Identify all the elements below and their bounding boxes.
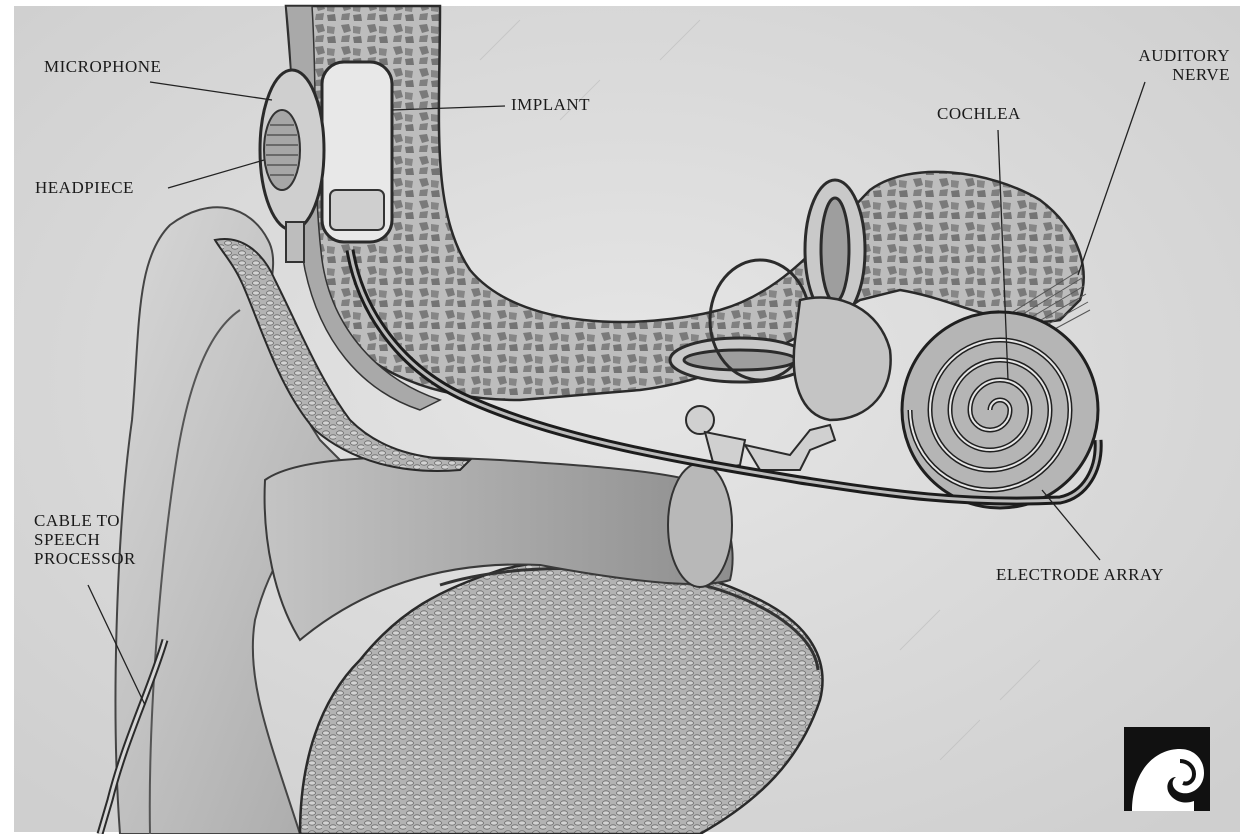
label-cochlea: COCHLEA: [937, 104, 1021, 123]
label-implant: IMPLANT: [511, 95, 590, 114]
label-electrode-array: ELECTRODE ARRAY: [996, 565, 1164, 584]
label-auditory-nerve-line-2: NERVE: [1102, 65, 1230, 84]
wave-logo-icon: [1124, 727, 1210, 811]
label-auditory-nerve-line-1: AUDITORY: [1102, 46, 1230, 65]
cochlea-spiral: [902, 312, 1098, 508]
label-headpiece: HEADPIECE: [35, 178, 134, 197]
headpiece-stem: [286, 222, 304, 262]
eardrum: [668, 463, 732, 587]
label-cable-line-2: SPEECH: [34, 530, 174, 549]
label-cable-to-speech-processor: CABLE TO SPEECH PROCESSOR: [34, 511, 174, 568]
label-cable-line-1: CABLE TO: [34, 511, 174, 530]
label-cable-line-3: PROCESSOR: [34, 549, 174, 568]
label-auditory-nerve: AUDITORY NERVE: [1102, 46, 1230, 84]
label-microphone: MICROPHONE: [44, 57, 161, 76]
microphone-grille: [264, 110, 300, 190]
